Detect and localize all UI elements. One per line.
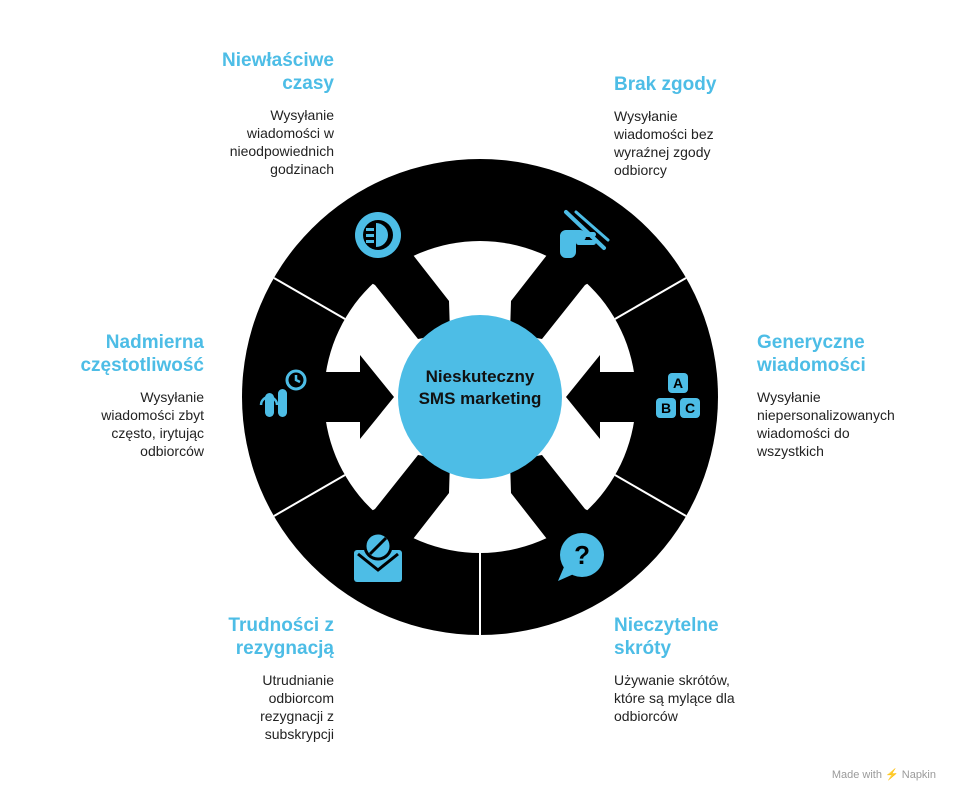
segment-description: Wysyłanie niepersonalizowanych wiadomośc… — [757, 389, 895, 459]
segment-title: Trudności z rezygnacją — [228, 615, 334, 659]
segment-brak-zgody: Brak zgody Wysyłanie wiadomości bez wyra… — [614, 73, 814, 179]
segment-description: Używanie skrótów, które są mylące dla od… — [614, 672, 735, 724]
segment-description: Utrudnianie odbiorcom rezygnacji z subsk… — [260, 672, 334, 742]
center-line-1: Nieskuteczny — [425, 367, 535, 386]
segment-trudnosci-z-rezygnacja: Trudności z rezygnacją Utrudnianie odbio… — [134, 614, 334, 743]
segment-title: Nieczytelne skróty — [614, 615, 719, 659]
svg-text:B: B — [661, 400, 671, 416]
arrow-generyczne — [566, 355, 646, 439]
no-hand-icon — [560, 210, 610, 258]
segment-title: Brak zgody — [614, 74, 717, 95]
segment-title: Niewłaściwe czasy — [222, 50, 334, 94]
center-circle — [398, 315, 562, 479]
speaker-time-icon — [355, 212, 401, 258]
center-line-2: SMS marketing — [418, 389, 542, 408]
center-label: Nieskuteczny SMS marketing — [400, 366, 560, 410]
segment-title: Generyczne wiadomości — [757, 332, 866, 376]
svg-text:C: C — [685, 400, 695, 416]
svg-text:A: A — [673, 375, 683, 391]
blocked-mail-icon — [354, 531, 402, 582]
segment-nieczytelne-skroty: Nieczytelne skróty Używanie skrótów, któ… — [614, 614, 814, 725]
arrow-brak-zgody — [510, 219, 616, 339]
segment-niewlasciwe-czasy: Niewłaściwe czasy Wysyłanie wiadomości w… — [134, 49, 334, 178]
arrow-nadmierna — [314, 355, 394, 439]
svg-text:?: ? — [574, 540, 590, 570]
made-with-napkin-footer: Made with ⚡ Napkin — [831, 769, 936, 781]
segment-description: Wysyłanie wiadomości zbyt często, irytuj… — [101, 389, 204, 459]
segment-title: Nadmierna częstotliwość — [80, 332, 204, 376]
segment-generyczne-wiadomosci: Generyczne wiadomości Wysyłanie nieperso… — [757, 331, 947, 460]
segment-dividers — [273, 277, 687, 635]
segment-description: Wysyłanie wiadomości w nieodpowiednich g… — [229, 107, 334, 177]
abc-blocks-icon: A B C — [656, 373, 700, 418]
frequent-tap-icon — [259, 369, 307, 417]
segment-description: Wysyłanie wiadomości bez wyraźnej zgody … — [614, 108, 714, 178]
segment-nadmierna-czestotliwosc: Nadmierna częstotliwość Wysyłanie wiadom… — [14, 331, 204, 460]
question-bubble-icon: ? — [558, 533, 604, 581]
